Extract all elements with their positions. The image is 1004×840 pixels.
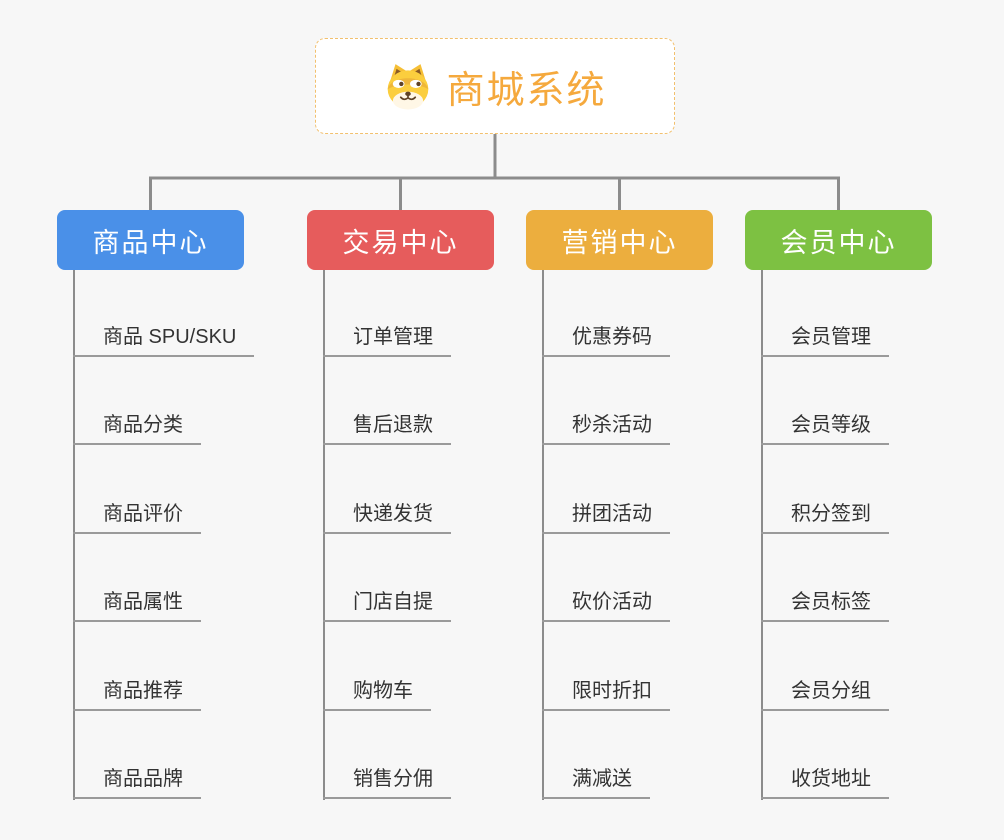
leaf-node[interactable]: 门店自提 (323, 534, 451, 622)
leaf-column-member-center: 会员管理会员等级积分签到会员标签会员分组收货地址 (761, 268, 889, 799)
leaf-node[interactable]: 商品分类 (73, 357, 201, 445)
leaf-node[interactable]: 订单管理 (323, 268, 451, 357)
leaf-column-marketing-center: 优惠券码秒杀活动拼团活动砍价活动限时折扣满减送 (542, 268, 670, 799)
leaf-node[interactable]: 商品 SPU/SKU (73, 268, 255, 357)
leaf-node-label: 满减送 (542, 762, 650, 799)
branch-node-marketing-center[interactable]: 营销中心 (526, 210, 713, 270)
leaf-node[interactable]: 秒杀活动 (542, 357, 670, 445)
leaf-node-label: 会员管理 (761, 320, 889, 357)
leaf-node[interactable]: 销售分佣 (323, 711, 451, 799)
leaf-node[interactable]: 商品属性 (73, 534, 201, 622)
root-node-label: 商城系统 (446, 69, 607, 112)
leaf-node[interactable]: 购物车 (323, 622, 431, 711)
doge-icon (383, 61, 433, 111)
leaf-node[interactable]: 会员标签 (761, 534, 889, 622)
leaf-node[interactable]: 商品品牌 (73, 711, 201, 799)
leaf-node-label: 商品 SPU/SKU (73, 320, 255, 357)
branch-trunk-line (761, 270, 763, 800)
leaf-node-label: 积分签到 (761, 497, 889, 534)
root-node[interactable]: 商城系统 (315, 38, 675, 134)
leaf-node[interactable]: 会员管理 (761, 268, 889, 357)
leaf-node[interactable]: 商品评价 (73, 445, 201, 534)
leaf-node[interactable]: 优惠券码 (542, 268, 670, 357)
branch-trunk-line (73, 270, 75, 800)
branch-node-trade-center[interactable]: 交易中心 (307, 210, 494, 270)
leaf-node-label: 会员等级 (761, 408, 889, 445)
leaf-node[interactable]: 限时折扣 (542, 622, 670, 711)
leaf-column-trade-center: 订单管理售后退款快递发货门店自提购物车销售分佣 (323, 268, 451, 799)
leaf-node-label: 砍价活动 (542, 585, 670, 622)
leaf-node-label: 商品评价 (73, 497, 201, 534)
leaf-node[interactable]: 会员分组 (761, 622, 889, 711)
leaf-node[interactable]: 会员等级 (761, 357, 889, 445)
leaf-node[interactable]: 收货地址 (761, 711, 889, 799)
leaf-node-label: 秒杀活动 (542, 408, 670, 445)
branch-node-member-center[interactable]: 会员中心 (745, 210, 932, 270)
leaf-node[interactable]: 满减送 (542, 711, 650, 799)
leaf-node[interactable]: 商品推荐 (73, 622, 201, 711)
leaf-node[interactable]: 快递发货 (323, 445, 451, 534)
leaf-node[interactable]: 拼团活动 (542, 445, 670, 534)
leaf-node-label: 商品品牌 (73, 762, 201, 799)
leaf-node-label: 限时折扣 (542, 674, 670, 711)
leaf-node-label: 商品属性 (73, 585, 201, 622)
leaf-column-product-center: 商品 SPU/SKU 商品分类商品评价商品属性商品推荐商品品牌 (73, 268, 255, 799)
leaf-node-label: 售后退款 (323, 408, 451, 445)
leaf-node-label: 收货地址 (761, 762, 889, 799)
branch-trunk-line (323, 270, 325, 800)
leaf-node-label: 商品推荐 (73, 674, 201, 711)
leaf-node-label: 优惠券码 (542, 320, 670, 357)
leaf-node-label: 销售分佣 (323, 762, 451, 799)
leaf-node[interactable]: 积分签到 (761, 445, 889, 534)
branch-node-product-center[interactable]: 商品中心 (57, 210, 244, 270)
leaf-node-label: 订单管理 (323, 320, 451, 357)
leaf-node-label: 拼团活动 (542, 497, 670, 534)
leaf-node-label: 快递发货 (323, 497, 451, 534)
leaf-node-label: 门店自提 (323, 585, 451, 622)
branch-trunk-line (542, 270, 544, 800)
leaf-node-label: 商品分类 (73, 408, 201, 445)
leaf-node[interactable]: 砍价活动 (542, 534, 670, 622)
leaf-node-label: 会员分组 (761, 674, 889, 711)
leaf-node-label: 购物车 (323, 674, 431, 711)
leaf-node[interactable]: 售后退款 (323, 357, 451, 445)
leaf-node-label: 会员标签 (761, 585, 889, 622)
